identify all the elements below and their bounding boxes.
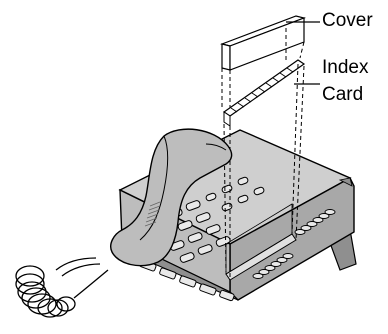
cover-label: Cover xyxy=(322,10,373,31)
cover-part xyxy=(222,16,304,70)
coiled-cord xyxy=(16,258,108,317)
index-card-part xyxy=(224,60,304,126)
index-card-label-line1: Index xyxy=(322,57,368,78)
index-card-label-line2: Card xyxy=(322,84,363,105)
